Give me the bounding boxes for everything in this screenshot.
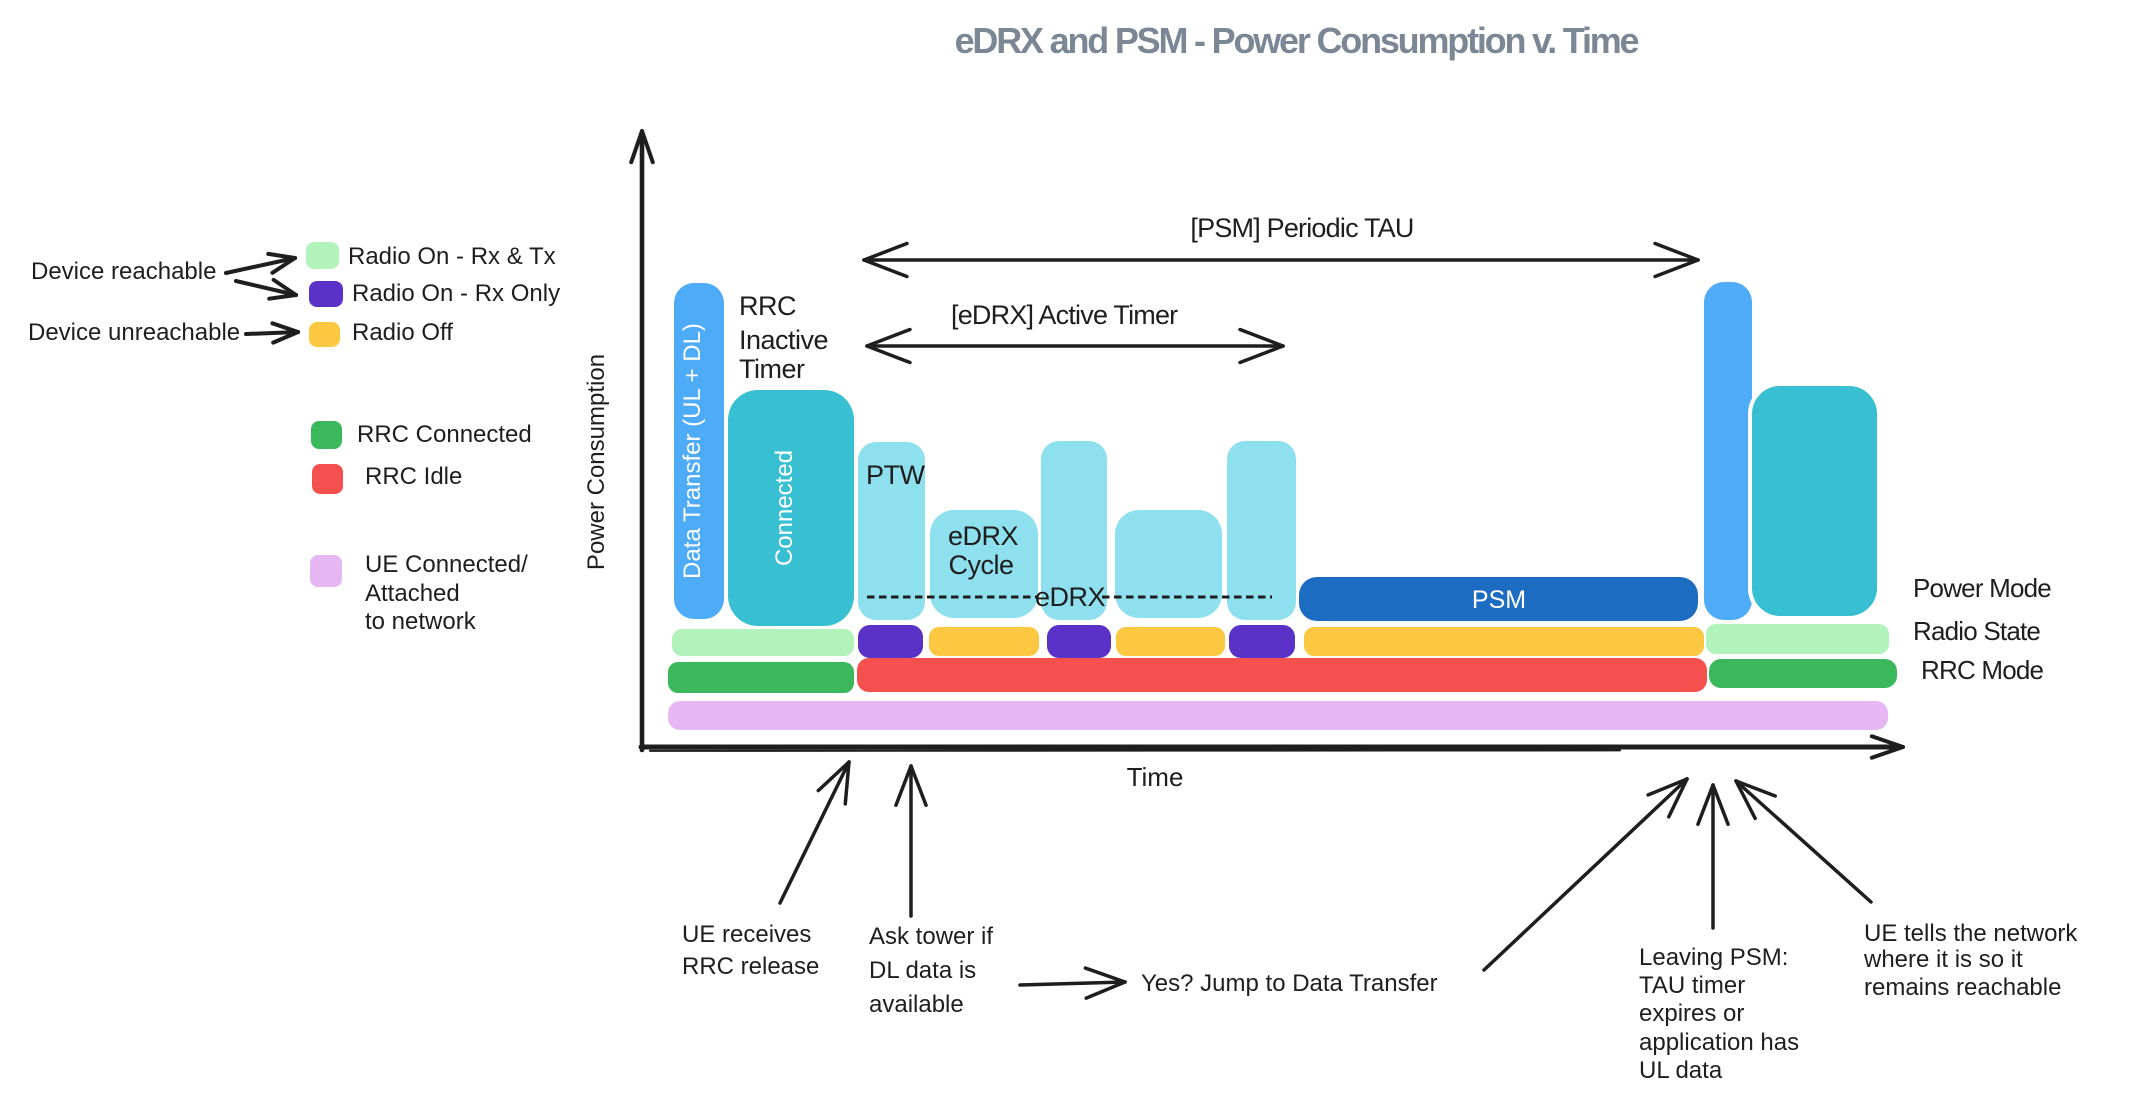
svg-text:eDRX: eDRX [948, 521, 1019, 551]
svg-text:UE tells the network: UE tells the network [1864, 920, 2078, 947]
svg-text:RRC release: RRC release [682, 953, 819, 980]
svg-text:Radio On - Rx Only: Radio On - Rx Only [352, 280, 560, 307]
svg-text:Ask tower if: Ask tower if [869, 923, 993, 950]
svg-text:eDRX: eDRX [1035, 582, 1106, 612]
svg-text:application has: application has [1639, 1029, 1799, 1056]
svg-text:Cycle: Cycle [948, 550, 1013, 580]
svg-text:[eDRX] Active Timer: [eDRX] Active Timer [951, 300, 1178, 330]
svg-text:RRC Connected: RRC Connected [357, 421, 532, 448]
svg-text:[PSM] Periodic TAU: [PSM] Periodic TAU [1190, 213, 1413, 243]
svg-text:remains reachable: remains reachable [1864, 974, 2061, 1001]
svg-text:DL data is: DL data is [869, 957, 976, 984]
svg-text:PSM: PSM [1472, 586, 1526, 614]
svg-text:eDRX and PSM - Power Consumpti: eDRX and PSM - Power Consumption v. Time [955, 20, 1639, 61]
svg-text:available: available [869, 991, 964, 1018]
svg-text:Leaving PSM:: Leaving PSM: [1639, 944, 1788, 971]
svg-text:UL data: UL data [1639, 1057, 1723, 1084]
svg-text:Yes? Jump to Data Transfer: Yes? Jump to Data Transfer [1141, 970, 1438, 997]
svg-text:Data Transfer (UL + DL): Data Transfer (UL + DL) [679, 323, 706, 579]
svg-text:UE receives: UE receives [682, 921, 811, 948]
svg-text:Radio On - Rx & Tx: Radio On - Rx & Tx [348, 243, 556, 270]
svg-text:Device reachable: Device reachable [31, 258, 216, 285]
svg-text:where it is so it: where it is so it [1863, 946, 2023, 973]
svg-text:Timer: Timer [739, 354, 805, 384]
svg-text:Radio Off: Radio Off [352, 319, 453, 346]
svg-text:Inactive: Inactive [739, 325, 828, 355]
svg-text:RRC: RRC [739, 291, 796, 321]
svg-text:Power Mode: Power Mode [1913, 573, 2051, 603]
svg-text:TAU timer: TAU timer [1639, 972, 1745, 999]
svg-text:Attached: Attached [365, 580, 460, 607]
svg-text:Device unreachable: Device unreachable [28, 319, 240, 346]
svg-text:RRC Idle: RRC Idle [365, 463, 462, 490]
svg-text:Time: Time [1127, 762, 1184, 792]
svg-text:Connected: Connected [771, 450, 798, 566]
svg-text:PTW: PTW [866, 460, 926, 490]
svg-text:to network: to network [365, 608, 477, 635]
svg-text:UE Connected/: UE Connected/ [365, 551, 528, 578]
svg-text:RRC Mode: RRC Mode [1921, 655, 2044, 685]
svg-text:expires or: expires or [1639, 1000, 1744, 1027]
svg-text:Radio State: Radio State [1913, 616, 2040, 646]
svg-text:Power Consumption: Power Consumption [583, 354, 610, 570]
